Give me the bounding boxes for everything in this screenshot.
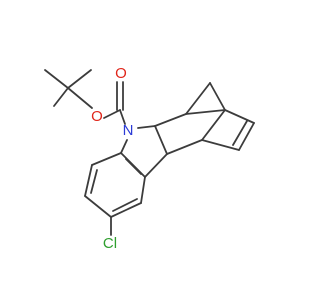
bond-nitrogen-aryl xyxy=(120,139,128,154)
bond-carbonyl-nitrogen xyxy=(119,109,126,125)
bond-aryl-5 xyxy=(110,202,142,218)
bond-tbu-methyl-1 xyxy=(44,69,69,89)
structure-canvas: O O N Cl xyxy=(44,64,255,252)
bond-bridgehead-2-bridgehead-3 xyxy=(201,109,226,141)
bond-c9a-c4b xyxy=(154,125,168,155)
bond-bridgehead-2-olefin xyxy=(201,139,240,151)
bond-aryl-4 xyxy=(84,195,112,218)
bond-aryl-6 xyxy=(140,176,146,204)
bond-tbu-methyl-2 xyxy=(67,69,92,89)
atom-nitrogen: N xyxy=(123,122,134,139)
molecule-structure: O O N Cl xyxy=(44,65,255,252)
bond-bridge-bridgehead-3 xyxy=(209,82,226,111)
bond-olefin-bridgehead-3 xyxy=(224,109,255,124)
bond-tbu-methyl-3 xyxy=(53,87,69,107)
bond-bridgehead-1-bridgehead-3 xyxy=(185,109,226,115)
bond-aryl-3 xyxy=(84,164,93,197)
bond-nitrogen-c9a xyxy=(137,125,156,129)
atom-chlorine: Cl xyxy=(103,235,117,252)
bond-aryl-1-inner xyxy=(125,158,142,175)
bond-aryl-2 xyxy=(91,152,122,166)
bond-aryl-5-inner xyxy=(112,198,138,212)
bond-c4b-bridgehead-2 xyxy=(166,139,203,155)
bond-aryl-3-inner xyxy=(90,169,98,194)
atom-oxygen-ester: O xyxy=(91,108,103,125)
bond-c4b-aryl-junction xyxy=(144,153,168,178)
bond-c9a-bridgehead-1 xyxy=(154,113,187,127)
atom-oxygen-carbonyl: O xyxy=(115,65,127,82)
bond-olefin-double-a xyxy=(238,122,255,151)
bond-bridgehead-1-bridge xyxy=(185,82,211,115)
bond-olefin-double-b xyxy=(232,120,248,146)
bond-tbu-oxygen xyxy=(67,87,93,109)
bond-oxygen-carbonyl-carbon xyxy=(103,109,121,119)
